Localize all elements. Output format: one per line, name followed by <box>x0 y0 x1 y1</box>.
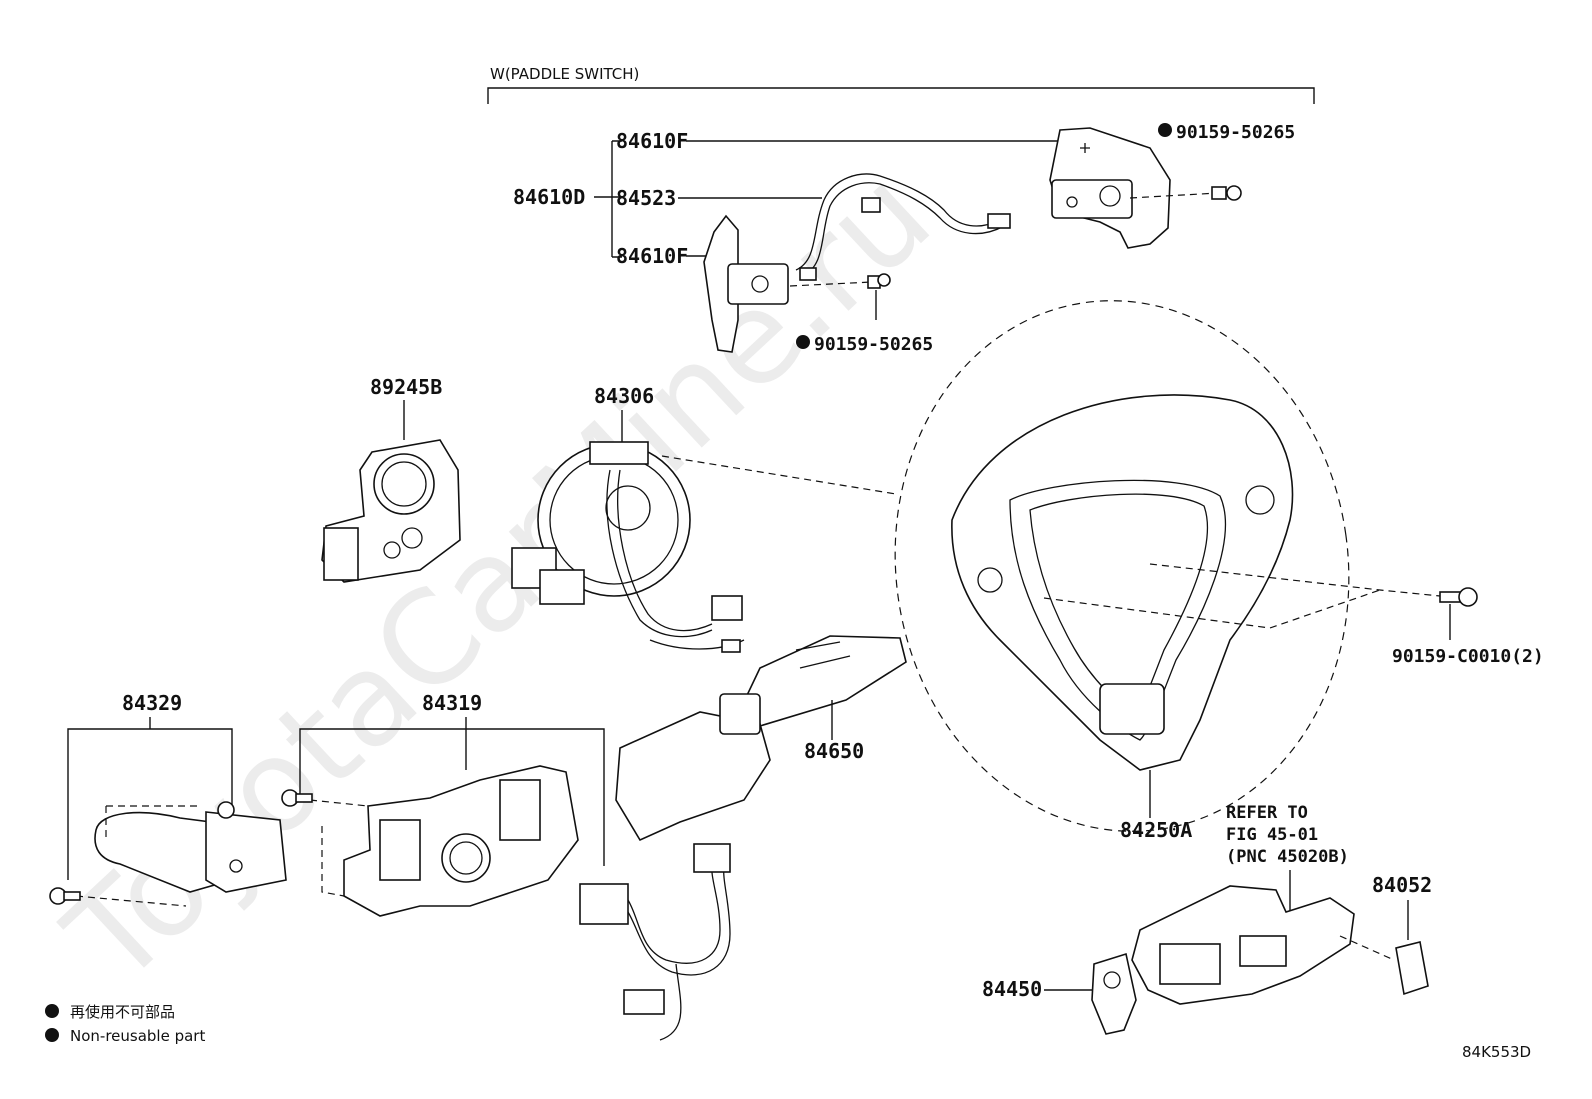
part-label-84319[interactable]: 84319 <box>422 691 482 715</box>
dash-left-screw <box>789 281 873 287</box>
refer-line-3[interactable]: (PNC 45020B) <box>1226 847 1349 867</box>
dash-wheel-bolt-1 <box>1149 563 1441 597</box>
dash-84319 <box>309 799 369 897</box>
part-label-84610F-bottom[interactable]: 84610F <box>616 244 688 268</box>
part-label-84450[interactable]: 84450 <box>982 977 1042 1001</box>
non-reusable-dot-left <box>796 335 810 349</box>
part-label-84052[interactable]: 84052 <box>1372 873 1432 897</box>
bracket-84329 <box>67 717 233 880</box>
spiral-cable-84306: 84306 <box>511 384 897 653</box>
dash-84052 <box>1339 935 1395 961</box>
steering-sensor-89245B: 89245B <box>321 375 461 583</box>
paddle-switch-right-drawing <box>1049 127 1171 249</box>
refer-line-1: REFER TO <box>1226 803 1308 823</box>
paddle-switch-left-drawing <box>703 214 789 353</box>
switch-84052: 84052 <box>1372 873 1432 996</box>
legend-text-en: Non-reusable part <box>70 1027 205 1045</box>
screw-84319 <box>281 789 313 807</box>
dash-right-screw <box>1129 192 1219 199</box>
part-label-84250A[interactable]: 84250A <box>1120 818 1192 842</box>
ignition-bracket-drawing <box>1131 885 1395 1005</box>
wiper-switch-84650: 84650 <box>615 635 907 842</box>
dash-84306-wheel <box>661 455 897 495</box>
dash-wheel-bolt-2 <box>1043 589 1381 629</box>
part-label-90159-50265-right[interactable]: 90159-50265 <box>1176 122 1295 143</box>
paddle-switch-group: W(PADDLE SWITCH) 84610D 84610F 84523 846… <box>487 65 1315 355</box>
switch-bracket-84319: 84319 <box>281 691 605 917</box>
switch-84450: 84450 <box>982 952 1137 1035</box>
screw-90159-50265-right <box>1211 185 1242 201</box>
paddle-wire-harness-drawing <box>795 173 1011 281</box>
screw-90159-50265-left <box>867 273 891 320</box>
part-label-84306[interactable]: 84306 <box>594 384 654 408</box>
part-label-84610D[interactable]: 84610D <box>513 185 585 209</box>
part-label-90159-50265-left[interactable]: 90159-50265 <box>814 334 933 355</box>
part-label-90159-C0010[interactable]: 90159-C0010(2) <box>1392 646 1544 667</box>
bolt-90159-C0010: 90159-C0010(2) <box>1392 587 1544 667</box>
legend-dot-jp <box>45 1004 59 1018</box>
diagram-code: 84K553D <box>1462 1043 1531 1061</box>
part-label-84610F-top[interactable]: 84610F <box>616 129 688 153</box>
refer-line-2[interactable]: FIG 45-01 <box>1226 825 1318 845</box>
group-label: W(PADDLE SWITCH) <box>490 65 639 83</box>
harness-connector-drawing <box>579 843 731 1041</box>
group-bracket <box>487 87 1315 104</box>
legend-text-jp: 再使用不可部品 <box>70 1003 175 1021</box>
dash-84329 <box>75 805 198 907</box>
bracket-84319 <box>299 717 605 866</box>
legend: 再使用不可部品 Non-reusable part <box>45 1003 205 1045</box>
part-label-84329[interactable]: 84329 <box>122 691 182 715</box>
part-label-84523[interactable]: 84523 <box>616 186 676 210</box>
assembly-bracket-84610D <box>594 140 622 258</box>
screw-84329 <box>49 887 81 905</box>
part-label-84650[interactable]: 84650 <box>804 739 864 763</box>
legend-dot-en <box>45 1028 59 1042</box>
part-label-89245B[interactable]: 89245B <box>370 375 442 399</box>
steering-wheel-84250A: 84250A <box>894 300 1441 842</box>
non-reusable-dot-right <box>1158 123 1172 137</box>
turn-switch-84329: 84329 <box>49 691 287 907</box>
